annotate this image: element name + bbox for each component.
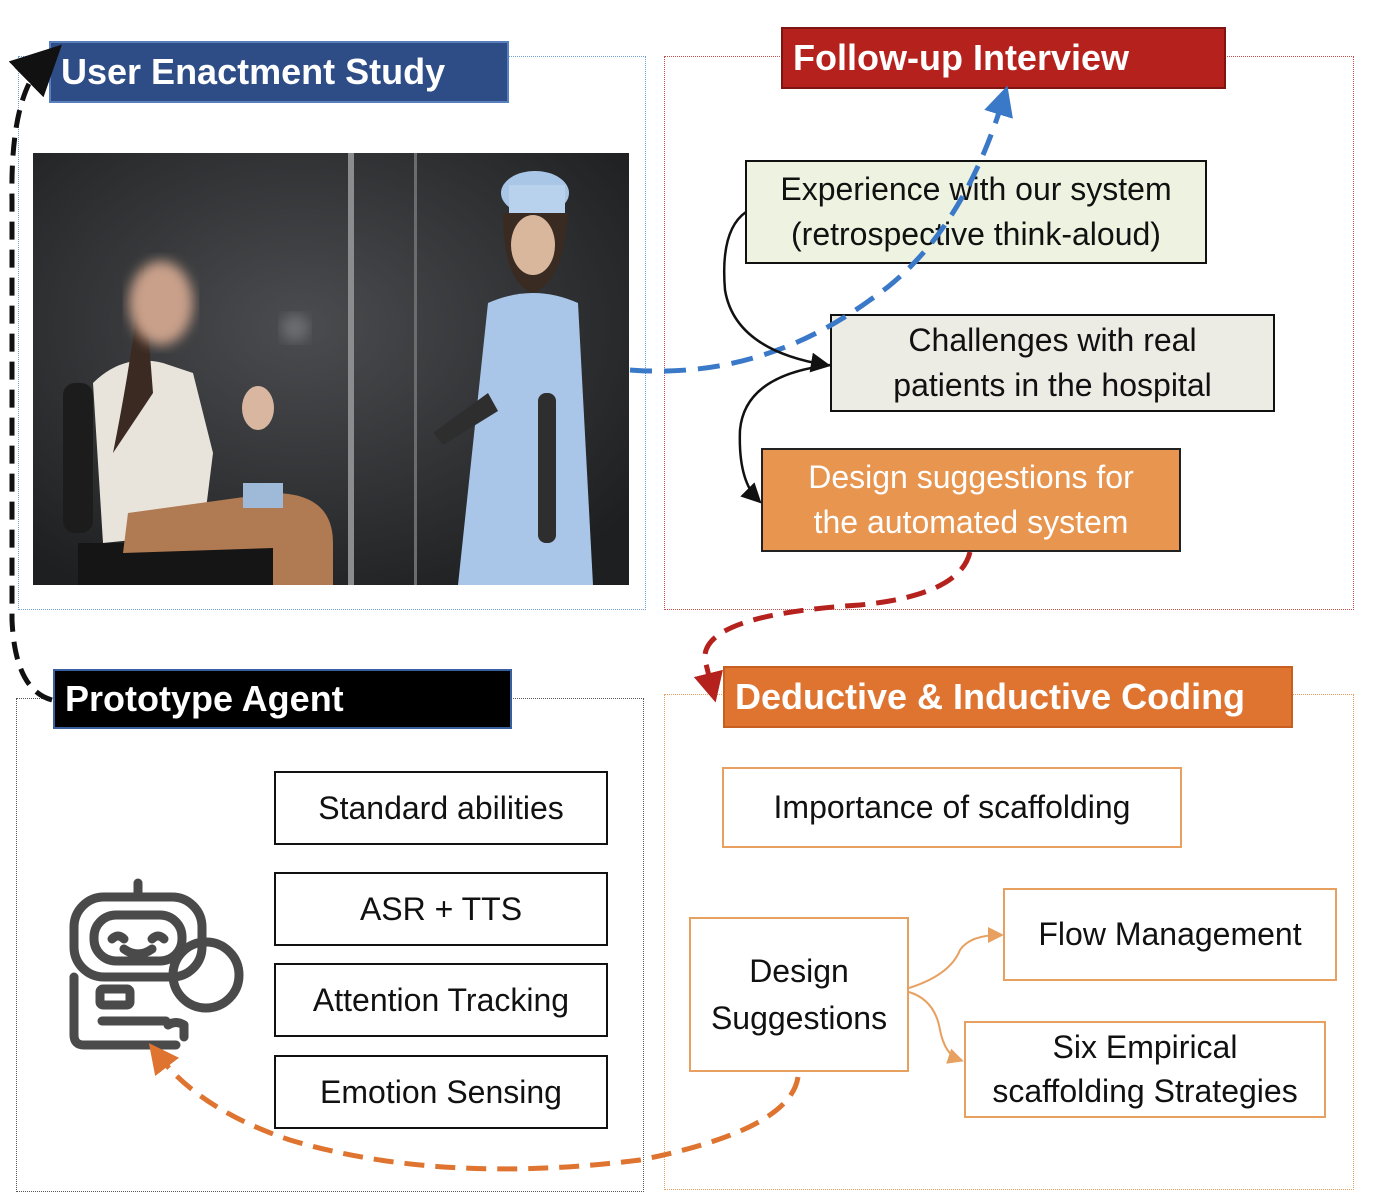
design-suggestions-interview-box: Design suggestions for the automated sys…	[761, 448, 1181, 552]
design-suggestions-box: Design Suggestions	[689, 917, 909, 1072]
user-enactment-title: User Enactment Study	[49, 41, 509, 103]
challenges-box: Challenges with real patients in the hos…	[830, 314, 1275, 412]
strategies-box: Six Empirical scaffolding Strategies	[964, 1021, 1326, 1118]
follow-up-interview-title: Follow-up Interview	[781, 27, 1226, 89]
ability-asr-tts: ASR + TTS	[274, 872, 608, 946]
flow-management-box: Flow Management	[1003, 888, 1337, 981]
prototype-agent-title: Prototype Agent	[53, 669, 512, 729]
coding-title: Deductive & Inductive Coding	[723, 666, 1293, 728]
enactment-photo	[33, 153, 629, 585]
ability-emotion: Emotion Sensing	[274, 1055, 608, 1129]
robot-agent-icon	[69, 878, 244, 1050]
ability-attention: Attention Tracking	[274, 963, 608, 1037]
importance-box: Importance of scaffolding	[722, 767, 1182, 848]
enactment-photo-illustration	[33, 153, 629, 585]
experience-box: Experience with our system (retrospectiv…	[745, 160, 1207, 264]
ability-standard: Standard abilities	[274, 771, 608, 845]
